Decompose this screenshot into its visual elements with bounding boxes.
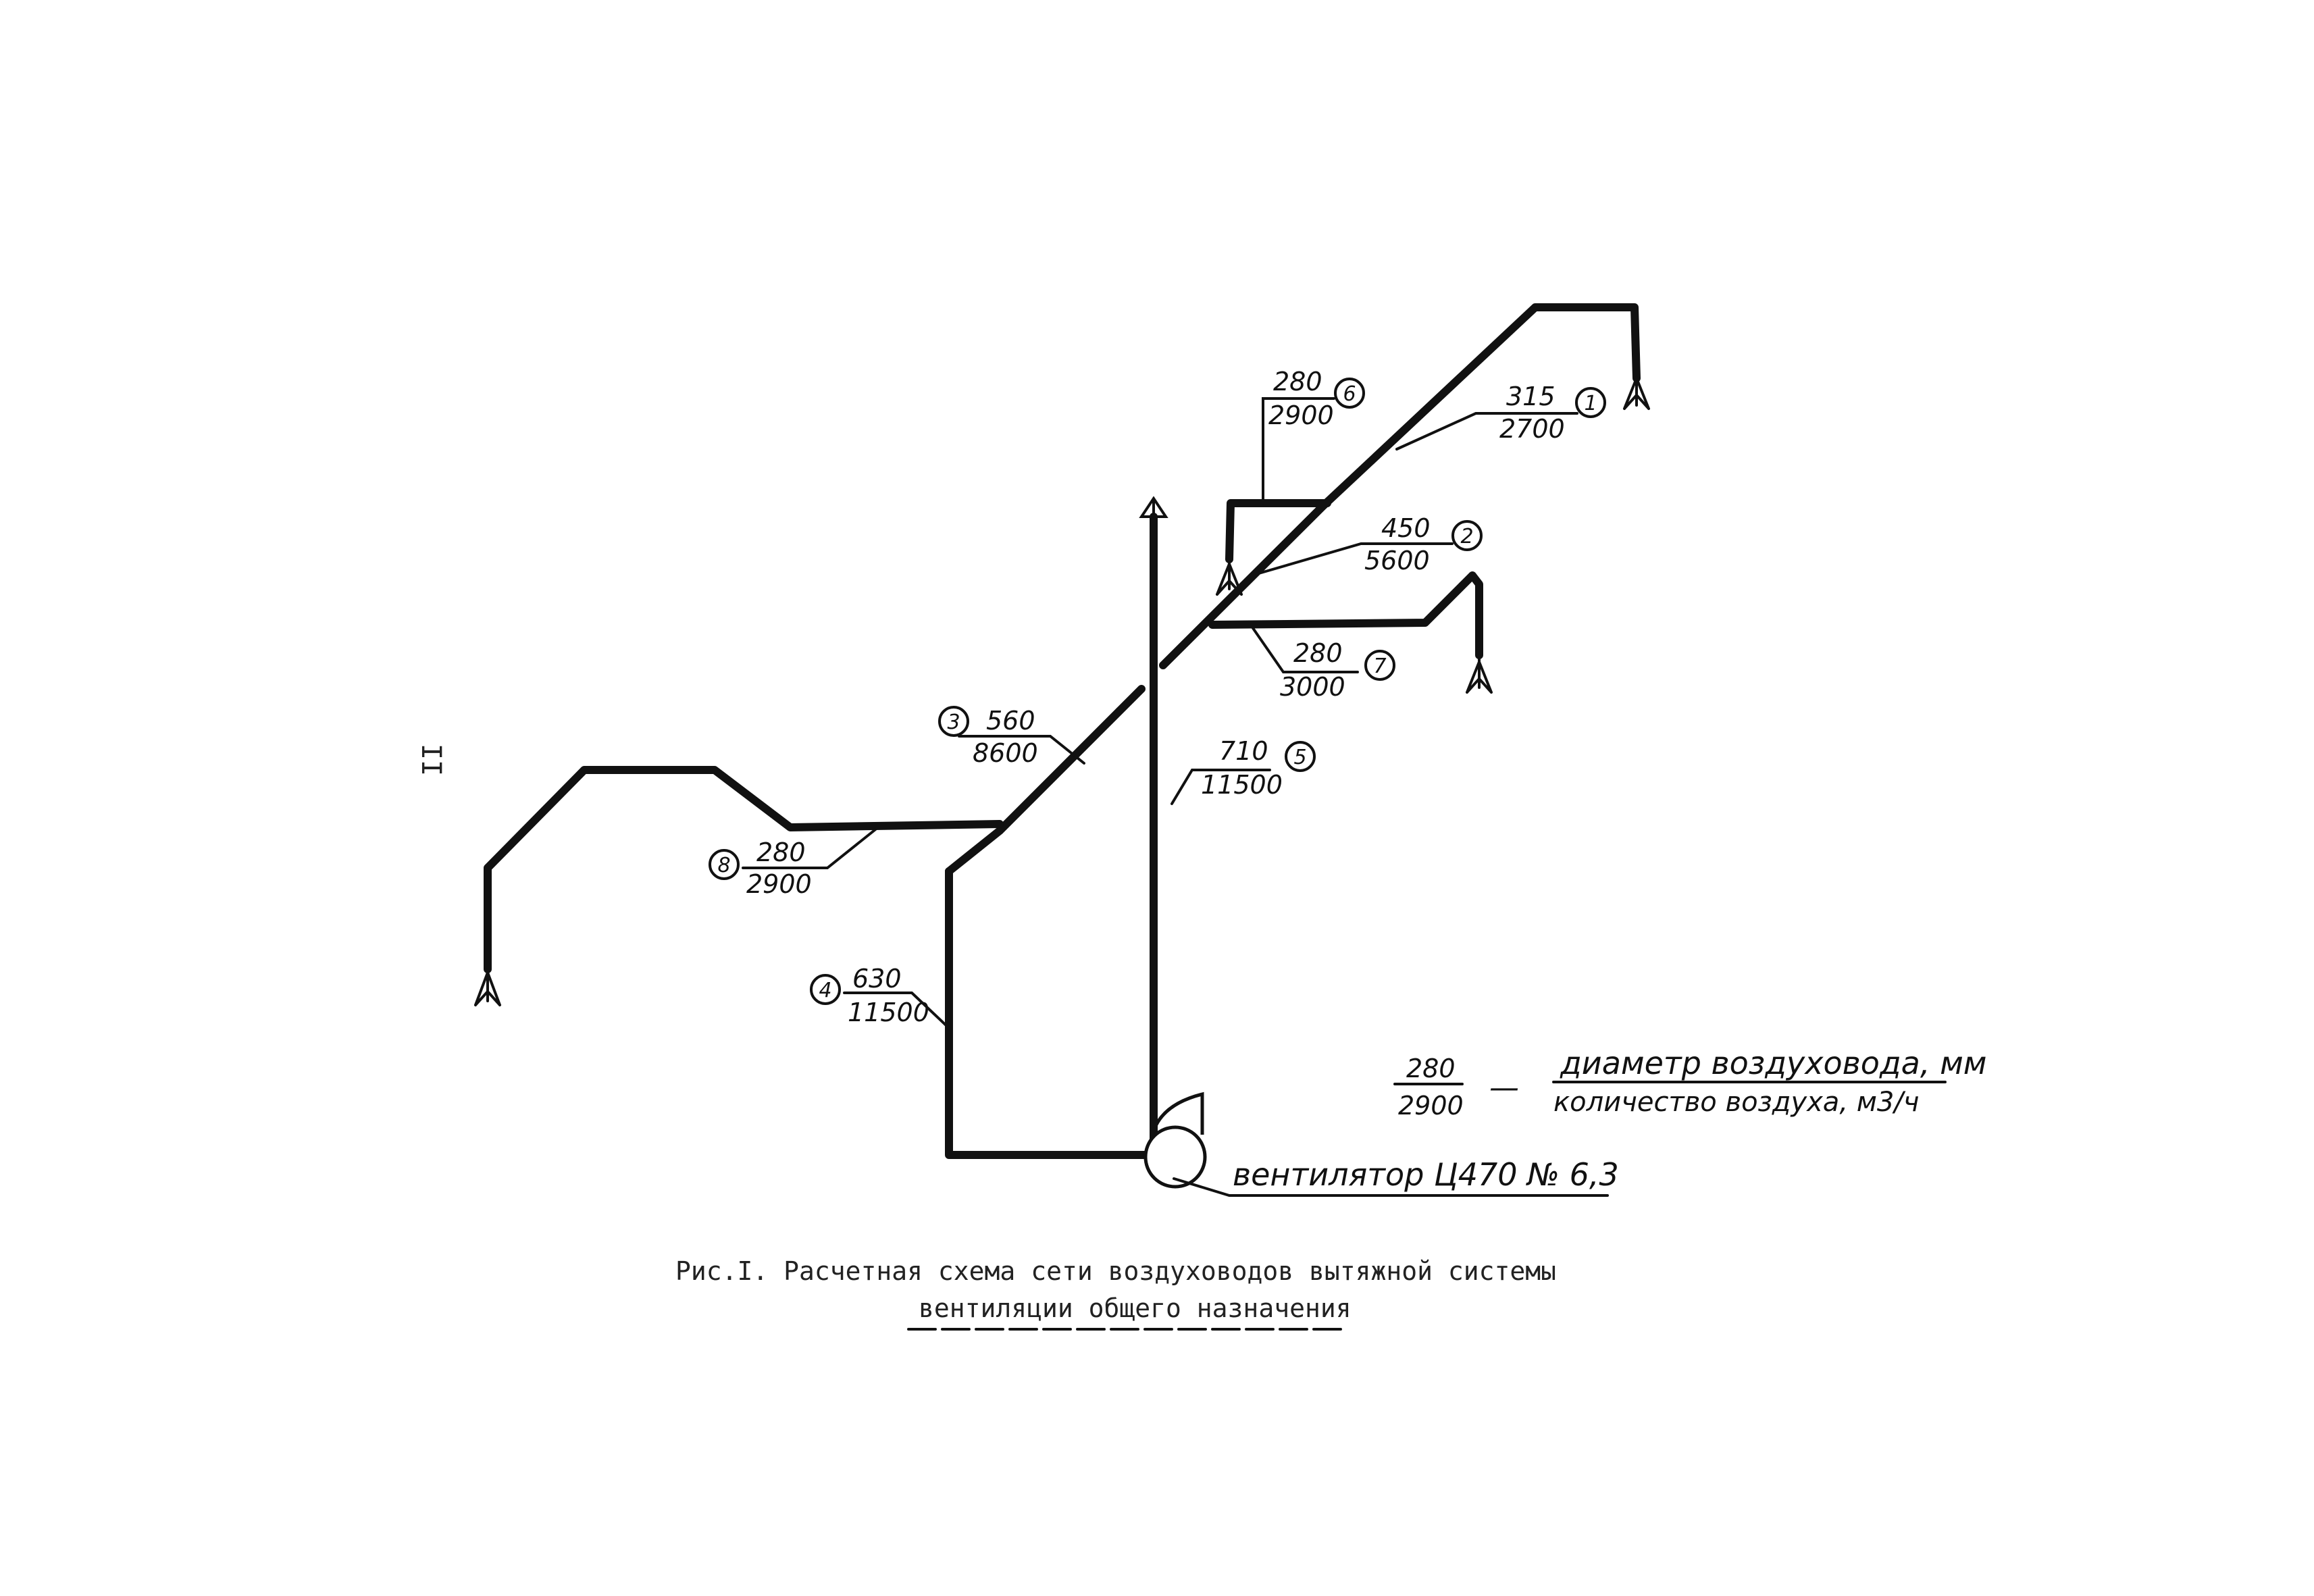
segment-8-flow: 2900: [746, 869, 812, 899]
segment-6-flow: 2900: [1268, 401, 1334, 430]
segment-1-number: 1: [1584, 392, 1597, 415]
segment-2-number: 2: [1460, 525, 1473, 548]
fan-symbol: [1143, 1091, 1207, 1189]
segment-5-number: 5: [1293, 746, 1306, 769]
legend-diameter-text: диаметр воздуховода, мм: [1560, 1045, 1987, 1081]
segment-3-diameter: 560: [986, 706, 1035, 736]
segment-1-flow: 2700: [1499, 414, 1565, 444]
caption-line-2: вентиляции общего назначения: [919, 1293, 1352, 1323]
segment-8-diameter: 280: [756, 838, 806, 867]
duct-segment-1: [1320, 303, 1641, 509]
segment-4-flow: 11500: [848, 998, 929, 1027]
duct-segment-4: [945, 867, 1149, 1159]
legend-flow-text: количество воздуха, м3/ч: [1553, 1087, 1919, 1118]
intake-arrow-icon: [1623, 374, 1650, 410]
legend-dash: —: [1489, 1071, 1519, 1105]
intake-arrow-icon: [1466, 654, 1493, 694]
duct-branch-8: [484, 766, 1004, 973]
segment-7-flow: 3000: [1280, 672, 1345, 702]
leader-line: [1171, 769, 1271, 805]
segment-5-diameter: 710: [1219, 736, 1268, 766]
segment-3-flow: 8600: [973, 738, 1038, 768]
duct-segment-3: [945, 685, 1146, 875]
duct-branch-7: [1208, 571, 1483, 659]
leader-line: [1252, 627, 1359, 673]
leader-line: [1173, 1177, 1609, 1197]
duct-branch-6: [1225, 499, 1331, 563]
outlet-arrow-icon: [1139, 496, 1168, 518]
segment-1-diameter: 315: [1506, 382, 1555, 411]
intake-arrow-icon: [1216, 558, 1243, 596]
segment-4-number: 4: [819, 979, 831, 1002]
segment-5-flow: 11500: [1201, 770, 1283, 800]
segment-8-number: 8: [717, 854, 730, 877]
segment-7-diameter: 280: [1293, 638, 1343, 668]
legend: 280 2900 — диаметр воздуховода, мм колич…: [1393, 1045, 1987, 1121]
leader-line: [1255, 542, 1454, 575]
segment-2-flow: 5600: [1364, 546, 1430, 575]
segment-3-number: 3: [947, 711, 960, 734]
segment-7-number: 7: [1373, 654, 1386, 678]
leader-line: [742, 826, 879, 869]
caption-line-1: Рис.I. Расчетная схема сети воздуховодов…: [675, 1256, 1556, 1286]
segment-2-diameter: 450: [1381, 513, 1431, 543]
duct-segment-2: [1159, 501, 1328, 669]
leader-line: [1395, 412, 1578, 451]
segment-6-number: 6: [1343, 382, 1356, 406]
segment-4-diameter: 630: [852, 964, 902, 994]
leader-line: [958, 735, 1085, 765]
legend-flow-example: 2900: [1398, 1091, 1464, 1121]
segment-6-diameter: 280: [1273, 367, 1322, 396]
leader-line: [843, 992, 952, 1031]
intake-arrow-icon: [474, 968, 501, 1006]
legend-diameter-example: 280: [1406, 1054, 1456, 1083]
leader-line: [1262, 397, 1335, 505]
page-number: II: [415, 744, 446, 776]
fan-label: вентилятор Ц470 № 6,3: [1233, 1156, 1619, 1193]
